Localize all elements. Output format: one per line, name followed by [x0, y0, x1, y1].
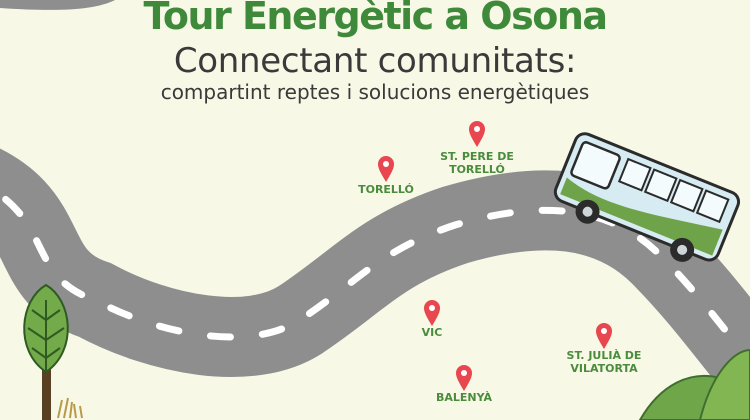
location-label-st-julia: ST. JULIÀ DE VILATORTA: [566, 349, 642, 375]
map-pin-icon: [456, 365, 472, 391]
grass-tuft: [57, 397, 83, 419]
map-pin-icon: [424, 300, 440, 326]
location-label-torello: TORELLÓ: [358, 183, 414, 196]
poster-title: Tour Energètic a Osona: [143, 0, 608, 38]
poster-tagline: compartint reptes i solucions energètiqu…: [160, 80, 590, 104]
location-label-st-pere: ST. PERE DE TORELLÓ: [440, 150, 514, 176]
location-label-balenya: BALENYÀ: [435, 391, 493, 404]
corner-shape: [0, 0, 115, 10]
map-pin-icon: [596, 323, 612, 349]
map-pin-icon: [469, 121, 485, 147]
map-pin-icon: [378, 156, 394, 182]
tree-icon: [23, 283, 69, 420]
bus-icon: [553, 132, 741, 262]
poster-subtitle: Connectant comunitats:: [173, 41, 577, 81]
location-label-vic: VIC: [421, 326, 443, 339]
road-markings: [0, 190, 750, 367]
